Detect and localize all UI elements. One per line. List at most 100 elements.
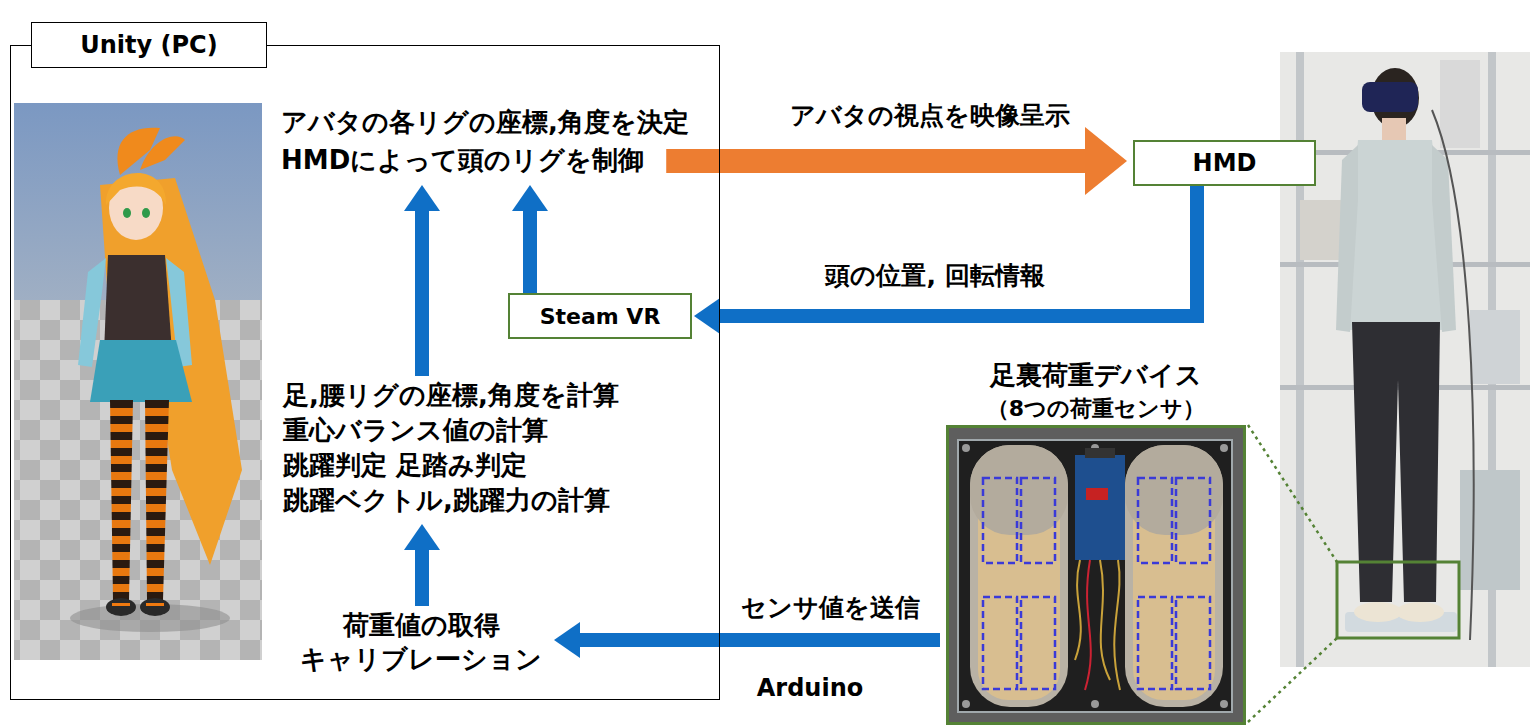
avatar-render bbox=[14, 103, 262, 660]
device-box: HMD bbox=[1133, 140, 1316, 186]
decor-ellipse bbox=[140, 598, 170, 616]
decor-rect bbox=[1300, 200, 1345, 260]
decor-rect bbox=[983, 478, 1017, 563]
arrow-head bbox=[404, 524, 440, 550]
user-photo bbox=[1280, 52, 1530, 667]
decor-path bbox=[140, 136, 185, 170]
decor-rect bbox=[1085, 448, 1115, 458]
title-tab: Unity (PC) bbox=[31, 22, 267, 68]
decor-ellipse bbox=[123, 208, 131, 218]
decor-path bbox=[1085, 560, 1091, 690]
flow-arrow bbox=[404, 185, 440, 376]
device-photo bbox=[949, 428, 1243, 722]
decor-rect bbox=[1138, 597, 1172, 689]
decor-circle bbox=[1220, 444, 1228, 452]
box-label: Steam VR bbox=[540, 304, 661, 329]
decor-rect bbox=[1075, 455, 1125, 560]
step-text: 重心バランス値の計算 bbox=[283, 413, 548, 448]
arrow-shaft bbox=[666, 149, 1086, 173]
process-text: 足,腰リグの座標,角度を計算重心バランス値の計算跳躍判定 足踏み判定跳躍ベクトル… bbox=[279, 376, 623, 520]
arrow-head bbox=[554, 622, 580, 658]
decor-rect bbox=[958, 440, 1232, 712]
decor-ellipse bbox=[142, 208, 150, 218]
arrow-head bbox=[512, 185, 548, 211]
arrow-head bbox=[694, 298, 720, 334]
decor-circle bbox=[1091, 700, 1099, 708]
decor-rect bbox=[949, 428, 1243, 722]
process-text: 荷重値の取得キャリブレーション bbox=[296, 606, 546, 678]
decor-polygon bbox=[1352, 322, 1440, 602]
decor-rect bbox=[1086, 488, 1108, 500]
photo-frame bbox=[946, 425, 1246, 725]
edge-label: センサ値を送信 bbox=[741, 591, 920, 624]
decor-rect bbox=[1021, 478, 1055, 563]
arrow-shaft bbox=[415, 549, 429, 606]
decor-circle bbox=[962, 444, 970, 452]
device-heading: 足裏荷重デバイス bbox=[946, 358, 1246, 392]
process-text: アバタの各リグの座標,角度を決定HMDによって頭のリグを制御 bbox=[277, 101, 693, 181]
step-text: 跳躍判定 足踏み判定 bbox=[283, 448, 527, 483]
arrow-shaft bbox=[579, 633, 940, 647]
decor-ellipse bbox=[106, 598, 136, 616]
decor-rect bbox=[983, 597, 1017, 689]
decor-polygon bbox=[1336, 145, 1358, 332]
decor-rect bbox=[112, 603, 130, 606]
decor-rect bbox=[1382, 118, 1406, 140]
arrow-shaft bbox=[719, 186, 1197, 316]
decor-polygon bbox=[90, 340, 192, 402]
arrow-shaft bbox=[523, 210, 537, 293]
flow-arrow bbox=[554, 622, 940, 658]
edge-label: アバタの視点を映像呈示 bbox=[790, 99, 1070, 132]
edge-label: 頭の位置, 回転情報 bbox=[825, 259, 1044, 292]
decor-circle bbox=[1220, 700, 1228, 708]
decor-polygon bbox=[145, 400, 169, 600]
decor-g bbox=[983, 478, 1210, 689]
decor-rect bbox=[970, 445, 1068, 535]
decor-rect bbox=[1362, 82, 1418, 112]
software-box: Steam VR bbox=[508, 293, 692, 339]
decor-circle bbox=[962, 700, 970, 708]
arrow-shaft bbox=[415, 210, 429, 376]
step-text: 跳躍ベクトル,跳躍力の計算 bbox=[283, 483, 610, 518]
box-label: HMD bbox=[1193, 149, 1257, 177]
decor-rect bbox=[970, 445, 1068, 707]
step-text: キャリブレーション bbox=[300, 642, 542, 676]
system-boundary: Unity (PC)アバタの各リグの座標,角度を決定HMDによって頭のリグを制御… bbox=[10, 45, 720, 700]
arrow-head bbox=[1085, 127, 1127, 195]
decor-polygon bbox=[1432, 145, 1456, 332]
sensor-device: 足裏荷重デバイス（8つの荷重センサ） bbox=[946, 358, 1246, 725]
decor-rect bbox=[1176, 597, 1210, 689]
decor-polygon bbox=[104, 255, 172, 352]
flow-arrow bbox=[694, 186, 1197, 334]
decor-rect bbox=[1176, 478, 1210, 563]
decor-rect bbox=[1125, 445, 1223, 535]
device-heading: （8つの荷重センサ） bbox=[946, 392, 1246, 426]
step-text: 荷重値の取得 bbox=[343, 608, 500, 642]
decor-rect bbox=[1470, 310, 1520, 384]
arrow-head bbox=[404, 185, 440, 211]
decor-rect bbox=[14, 103, 262, 660]
decor-rect bbox=[1021, 597, 1055, 689]
decor-rect bbox=[1460, 470, 1520, 590]
decor-rect bbox=[146, 603, 164, 606]
step-text: HMDによって頭のリグを制御 bbox=[281, 141, 644, 179]
step-text: 足,腰リグの座標,角度を計算 bbox=[283, 378, 619, 413]
note-label: Arduino bbox=[757, 674, 863, 702]
feet-highlight bbox=[1337, 562, 1459, 638]
zoom-line bbox=[1248, 638, 1337, 722]
zoom-line bbox=[1248, 425, 1337, 562]
flow-arrow bbox=[666, 127, 1127, 195]
decor-rect bbox=[1138, 478, 1172, 563]
decor-rect bbox=[1125, 445, 1223, 707]
decor-rect bbox=[1440, 60, 1480, 148]
decor-polygon bbox=[110, 400, 133, 600]
decor-ellipse bbox=[1396, 602, 1444, 622]
decor-path bbox=[1075, 560, 1120, 690]
decor-ellipse bbox=[1354, 602, 1402, 622]
flow-arrow bbox=[512, 185, 548, 293]
step-text: アバタの各リグの座標,角度を決定 bbox=[281, 103, 689, 141]
flow-arrow bbox=[404, 524, 440, 606]
boundary-title: Unity (PC) bbox=[80, 31, 217, 59]
decor-rect bbox=[1280, 52, 1530, 667]
